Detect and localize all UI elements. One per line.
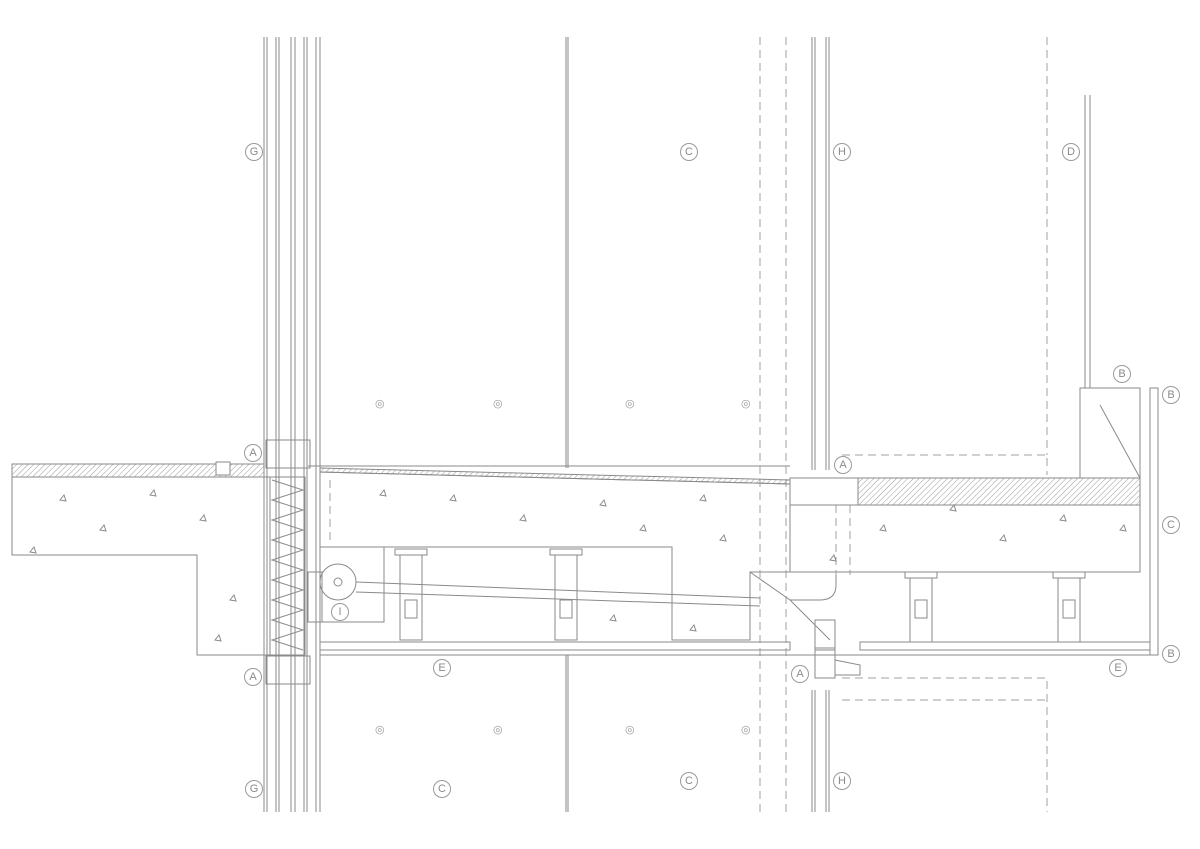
tag-c: C: [1162, 516, 1180, 534]
tag-i: I: [331, 603, 349, 621]
point-marker: ◎: [741, 724, 751, 736]
grid-tag-h-bottom: H: [833, 772, 851, 790]
tag-a: A: [834, 456, 852, 474]
tag-b: B: [1162, 645, 1180, 663]
point-marker: ◎: [375, 398, 385, 410]
grid-tag-c-top: C: [680, 143, 698, 161]
left-slab: [11, 461, 271, 656]
tag-a: A: [791, 665, 809, 683]
glass-lines: [565, 37, 1091, 812]
tag-e: E: [1109, 659, 1127, 677]
point-marker: ◎: [625, 724, 635, 736]
motor: [307, 563, 761, 623]
ceiling: [319, 571, 1155, 679]
insulation: [269, 476, 306, 656]
right-slab: [789, 387, 1159, 656]
grid-tag-d-top: D: [1062, 143, 1080, 161]
hangers: [394, 548, 1086, 643]
tag-b: B: [1113, 365, 1131, 383]
tag-a: A: [244, 668, 262, 686]
point-marker: ◎: [493, 724, 503, 736]
point-marker: ◎: [493, 398, 503, 410]
grid-tag-g-top: G: [245, 143, 263, 161]
tag-b: B: [1162, 386, 1180, 404]
tag-a: A: [244, 444, 262, 462]
point-marker: ◎: [625, 398, 635, 410]
grid-tag-h-top: H: [833, 143, 851, 161]
grid-tag-c-bottom: C: [680, 772, 698, 790]
tag-e: E: [433, 659, 451, 677]
left-mullion: [263, 37, 321, 812]
point-marker: ◎: [375, 724, 385, 736]
grid-tag-c-bottom: C: [433, 780, 451, 798]
grid-tag-g-bottom: G: [245, 780, 263, 798]
concrete-aggregate: [29, 488, 1127, 642]
point-marker: ◎: [741, 398, 751, 410]
center-slab: [308, 465, 791, 641]
